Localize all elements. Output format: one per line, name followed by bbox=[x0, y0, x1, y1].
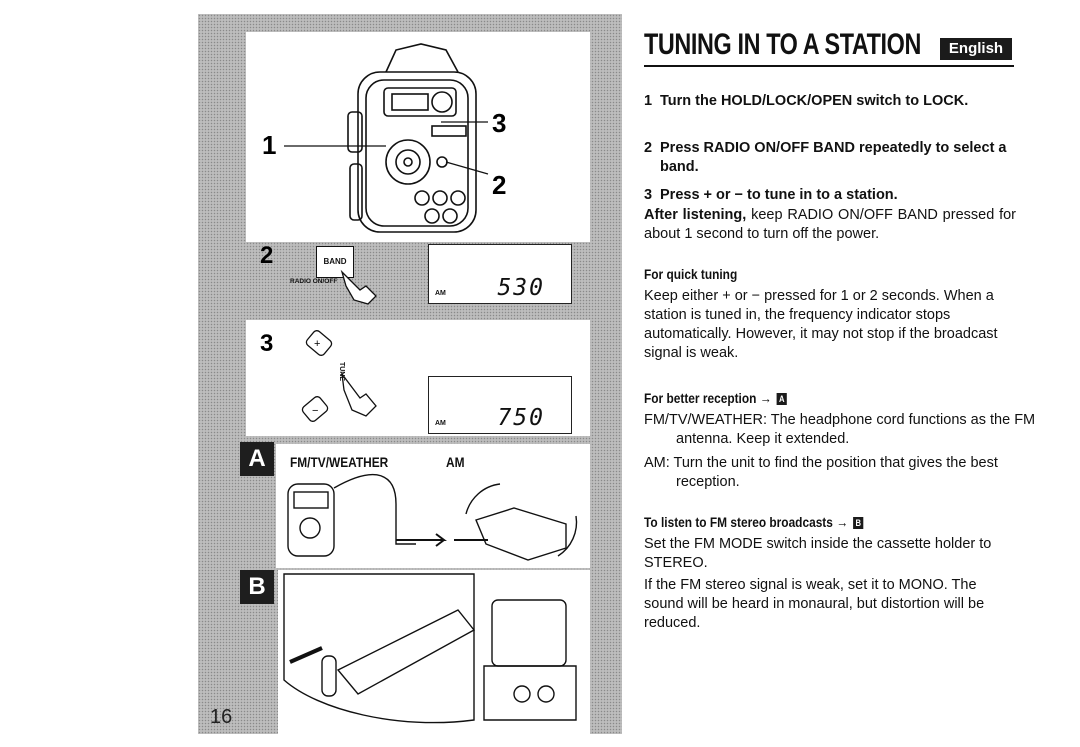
step-text: Press + or − to tune in to a station. bbox=[660, 187, 898, 203]
step3-panel: + − TUNE AM 750 bbox=[246, 320, 590, 436]
after-listening-text: keep RADIO ON/OFF BAND pressed for about… bbox=[644, 207, 1016, 242]
callout-3: 3 bbox=[492, 108, 507, 138]
step3-label: 3 bbox=[260, 330, 274, 357]
fm-mode-panel bbox=[278, 570, 590, 734]
step-number: 2 bbox=[644, 140, 653, 156]
ref-a-icon: A bbox=[776, 393, 787, 406]
after-listening-lead: After listening, bbox=[644, 207, 747, 223]
fm-mode-switch-drawing bbox=[283, 573, 577, 724]
step2-label: 2 bbox=[260, 242, 274, 269]
band-button-drawing: BAND bbox=[316, 246, 354, 278]
stereo-heading: To listen to FM stereo broadcasts → B bbox=[644, 514, 864, 530]
stereo-text-1: Set the FM MODE switch inside the casset… bbox=[644, 536, 992, 571]
step-text: Turn the HOLD/LOCK/OPEN switch to LOCK. bbox=[660, 93, 969, 109]
better-reception-heading: For better reception → A bbox=[644, 390, 787, 406]
radio-onoff-label: RADIO ON/OFF bbox=[290, 278, 338, 285]
better-reception-fm: FM/TV/WEATHER: The headphone cord functi… bbox=[644, 412, 1036, 447]
step-3: 3 Press + or − to tune in to a station. bbox=[644, 186, 1014, 205]
step-number: 1 bbox=[644, 93, 653, 109]
step-number: 3 bbox=[644, 187, 653, 203]
band-button-label: BAND bbox=[323, 257, 347, 266]
section-a-fm-label: FM/TV/WEATHER bbox=[290, 454, 389, 470]
reception-drawing bbox=[287, 473, 578, 561]
lcd-frequency: 750 bbox=[497, 405, 545, 431]
better-reception-am: AM: Turn the unit to find the position t… bbox=[644, 455, 998, 490]
title-rule bbox=[644, 65, 1014, 67]
lcd-band: AM bbox=[435, 420, 446, 427]
stereo-text-2: If the FM stereo signal is weak, set it … bbox=[644, 577, 985, 631]
pressing-finger-icon bbox=[340, 269, 377, 305]
stereo-heading-text: To listen to FM stereo broadcasts → bbox=[644, 514, 849, 530]
callout-2: 2 bbox=[492, 170, 507, 200]
quick-tuning-heading: For quick tuning bbox=[644, 266, 738, 282]
after-listening-paragraph: After listening, keep RADIO ON/OFF BAND … bbox=[644, 206, 1016, 244]
quick-tuning-text: Keep either + or − pressed for 1 or 2 se… bbox=[644, 288, 998, 361]
ref-b-icon: B bbox=[853, 517, 864, 530]
lcd-display-750: AM 750 bbox=[428, 376, 572, 434]
svg-text:−: − bbox=[312, 405, 318, 417]
lcd-frequency: 530 bbox=[497, 275, 545, 301]
section-a-badge: A bbox=[240, 442, 274, 476]
illustration-column: 1 2 3 2 BAND RADIO ON/OFF AM 530 + − TUN… bbox=[198, 14, 622, 734]
better-reception-heading-text: For better reception → bbox=[644, 390, 772, 406]
lcd-band: AM bbox=[435, 290, 446, 297]
svg-text:+: + bbox=[314, 338, 320, 350]
step-1: 1 Turn the HOLD/LOCK/OPEN switch to LOCK… bbox=[644, 92, 1014, 111]
tune-buttons-drawing: + − bbox=[301, 330, 377, 422]
section-b-badge: B bbox=[240, 570, 274, 604]
cassette-radio-drawing bbox=[284, 43, 489, 233]
step-text: Press RADIO ON/OFF BAND repeatedly to se… bbox=[660, 140, 1007, 175]
language-tab: English bbox=[940, 38, 1012, 60]
device-illustration-panel: 1 2 3 bbox=[246, 32, 590, 242]
tune-label: TUNE bbox=[338, 361, 346, 382]
section-a-am-label: AM bbox=[446, 454, 465, 470]
page-number: 16 bbox=[210, 706, 233, 728]
callout-1: 1 bbox=[262, 130, 277, 160]
step-2: 2 Press RADIO ON/OFF BAND repeatedly to … bbox=[644, 139, 1014, 177]
lcd-display-530: AM 530 bbox=[428, 244, 572, 304]
reception-panel: FM/TV/WEATHER AM bbox=[276, 444, 590, 568]
page-title: TUNING IN TO A STATION bbox=[644, 28, 921, 61]
